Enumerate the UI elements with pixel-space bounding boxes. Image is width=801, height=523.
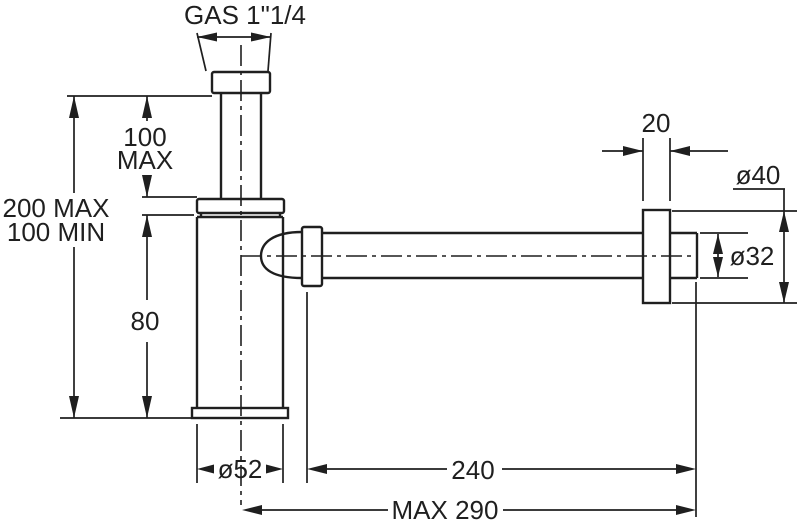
dim-overall-height [69, 96, 79, 418]
label-pipe-diameter: ø32 [730, 241, 775, 271]
label-overall-height-max: 200 MAX [3, 193, 110, 223]
label-body-diameter: ø52 [218, 454, 263, 484]
fixture-outline [190, 70, 699, 420]
label-gas-thread: GAS 1"1/4 [184, 0, 306, 30]
label-pipe-length: 240 [451, 455, 494, 485]
dim-pipe-length [306, 282, 697, 517]
outlet-elbow-dome [259, 230, 303, 280]
dim-body-height [60, 214, 194, 419]
dim-inlet-height [142, 96, 197, 198]
dim-rosette-diameter [672, 188, 797, 304]
dim-gas-thread [196, 32, 272, 72]
label-overall-length: MAX 290 [392, 495, 499, 523]
label-inlet-height-max: MAX [117, 145, 173, 175]
dim-rosette-depth [602, 138, 728, 201]
dim-body-diameter [196, 424, 284, 483]
label-body-height: 80 [131, 306, 160, 336]
dim-pipe-diameter [700, 232, 748, 279]
label-rosette-depth: 20 [642, 108, 671, 138]
trap-bottom-rim [190, 406, 290, 420]
label-overall-height-min: 100 MIN [7, 217, 105, 247]
label-rosette-diameter: ø40 [736, 160, 781, 190]
dim-overall-length [242, 505, 696, 515]
label-inlet-height-value: 100 [123, 122, 166, 152]
